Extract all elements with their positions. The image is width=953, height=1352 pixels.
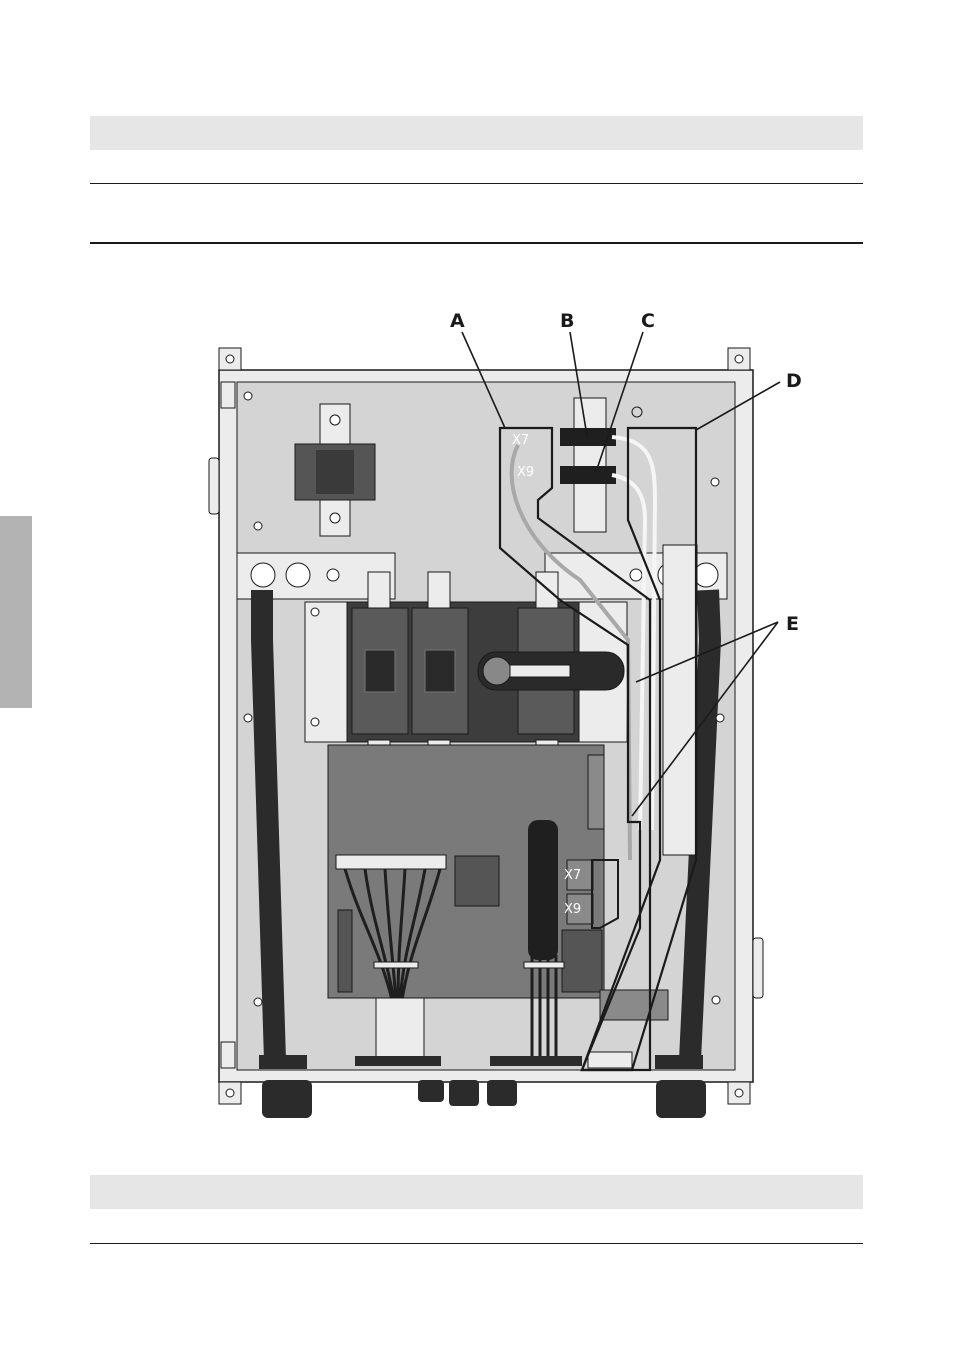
cable-duct-right <box>663 545 697 855</box>
callout-c: C <box>641 310 655 332</box>
cable-gland-small <box>487 1080 517 1106</box>
screw-icon <box>244 392 252 400</box>
board-chip <box>455 856 499 906</box>
screw-icon <box>716 714 724 722</box>
label-x7-top: X7 <box>512 433 529 448</box>
screw-icon <box>311 608 319 616</box>
switch-knob-icon <box>483 657 511 685</box>
insulated-cable <box>528 820 558 960</box>
bolt-icon <box>251 563 275 587</box>
duct-outlet <box>588 1052 632 1068</box>
footer-rule <box>90 1243 863 1244</box>
footer-band <box>90 1175 863 1209</box>
board-connector-row <box>336 855 446 869</box>
screw-icon <box>711 478 719 486</box>
switch-window <box>425 650 455 692</box>
screw-icon <box>330 513 340 523</box>
callout-b: B <box>560 310 574 332</box>
screw-icon <box>254 522 262 530</box>
cable-gland-left <box>262 1080 312 1118</box>
label-x9-board: X9 <box>564 902 581 917</box>
wire-conduit-left <box>376 998 424 1058</box>
dc-cable-left <box>262 590 275 1060</box>
board-header-block <box>562 930 602 992</box>
cable-gland-small <box>449 1080 479 1106</box>
cable-clamp-right <box>655 1055 703 1069</box>
board-connector-strip <box>338 910 352 992</box>
label-x9-top: X9 <box>517 465 534 480</box>
screw-icon <box>226 355 234 363</box>
cable-gland-right <box>656 1080 706 1118</box>
cable-tie-icon <box>524 962 564 968</box>
screw-icon <box>735 1089 743 1097</box>
bolt-icon <box>286 563 310 587</box>
switch-terminal <box>428 572 450 608</box>
screw-icon <box>226 1089 234 1097</box>
switch-handle-slot <box>510 665 570 677</box>
screw-icon <box>735 355 743 363</box>
switch-window <box>365 650 395 692</box>
latch-top-left <box>221 382 235 408</box>
callout-d: D <box>786 370 802 392</box>
board-relay <box>588 755 604 829</box>
connector-rail-top <box>574 398 606 532</box>
connector-x9-block <box>560 466 616 484</box>
switch-terminal <box>368 572 390 608</box>
callout-e: E <box>786 613 799 635</box>
screw-icon <box>254 998 262 1006</box>
cable-tie-icon <box>374 962 418 968</box>
cable-gland-small <box>418 1080 444 1102</box>
cable-clamp-left <box>259 1055 307 1069</box>
bottom-rail <box>490 1056 582 1066</box>
latch-bottom-left <box>221 1042 235 1068</box>
label-x7-board: X7 <box>564 868 581 883</box>
hinge-left <box>209 458 219 514</box>
bolt-icon <box>694 563 718 587</box>
terminal-block-inner <box>316 450 354 494</box>
screw-icon <box>244 714 252 722</box>
callout-a: A <box>450 310 465 332</box>
screw-icon <box>630 569 642 581</box>
screw-icon <box>327 569 339 581</box>
screw-icon <box>712 996 720 1004</box>
screw-icon <box>311 718 319 726</box>
bottom-rail <box>355 1056 441 1066</box>
hinge-right <box>753 938 763 998</box>
screw-icon <box>330 415 340 425</box>
